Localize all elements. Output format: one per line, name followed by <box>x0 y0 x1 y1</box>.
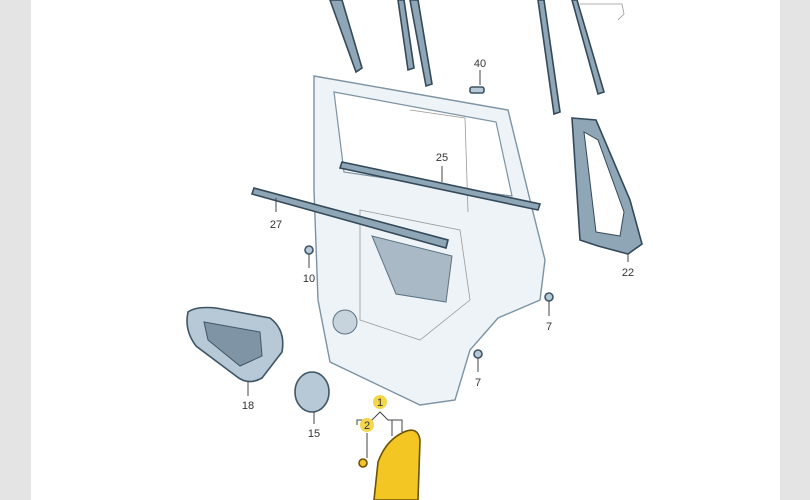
screw-2[interactable] <box>358 458 368 468</box>
label-18: 18 <box>242 400 254 412</box>
door-inner-panel <box>371 235 453 303</box>
label-15: 15 <box>308 428 320 440</box>
callout-badge-2 <box>360 418 374 432</box>
speaker-opening <box>332 309 358 335</box>
label-10: 10 <box>303 273 315 285</box>
window-channel-mid2[interactable] <box>409 0 433 88</box>
label-7-lower: 7 <box>475 377 481 389</box>
window-channel-mid[interactable] <box>397 0 415 72</box>
window-channel-rear[interactable] <box>537 0 561 116</box>
window-seal-27[interactable] <box>250 187 449 249</box>
label-2: 2 <box>364 420 370 432</box>
window-channel-rear2[interactable] <box>571 0 605 96</box>
label-25: 25 <box>436 152 448 164</box>
trim-panel-1[interactable] <box>373 429 421 500</box>
callout-badge-1 <box>373 395 387 409</box>
window-seal-25[interactable] <box>338 161 542 211</box>
label-1: 1 <box>377 397 383 409</box>
plug-10[interactable] <box>304 245 314 255</box>
plug-7-upper[interactable] <box>544 292 554 302</box>
plug-7-lower[interactable] <box>473 349 483 359</box>
window-channel-front[interactable] <box>329 0 363 74</box>
parts-diagram-canvas: 40 25 27 10 22 7 7 18 15 1 2 <box>31 0 780 500</box>
label-7-upper: 7 <box>546 321 552 333</box>
label-27: 27 <box>270 219 282 231</box>
clip-40[interactable] <box>469 86 485 94</box>
label-22: 22 <box>622 267 634 279</box>
cover-cap-15[interactable] <box>294 371 330 413</box>
label-40: 40 <box>474 58 486 70</box>
